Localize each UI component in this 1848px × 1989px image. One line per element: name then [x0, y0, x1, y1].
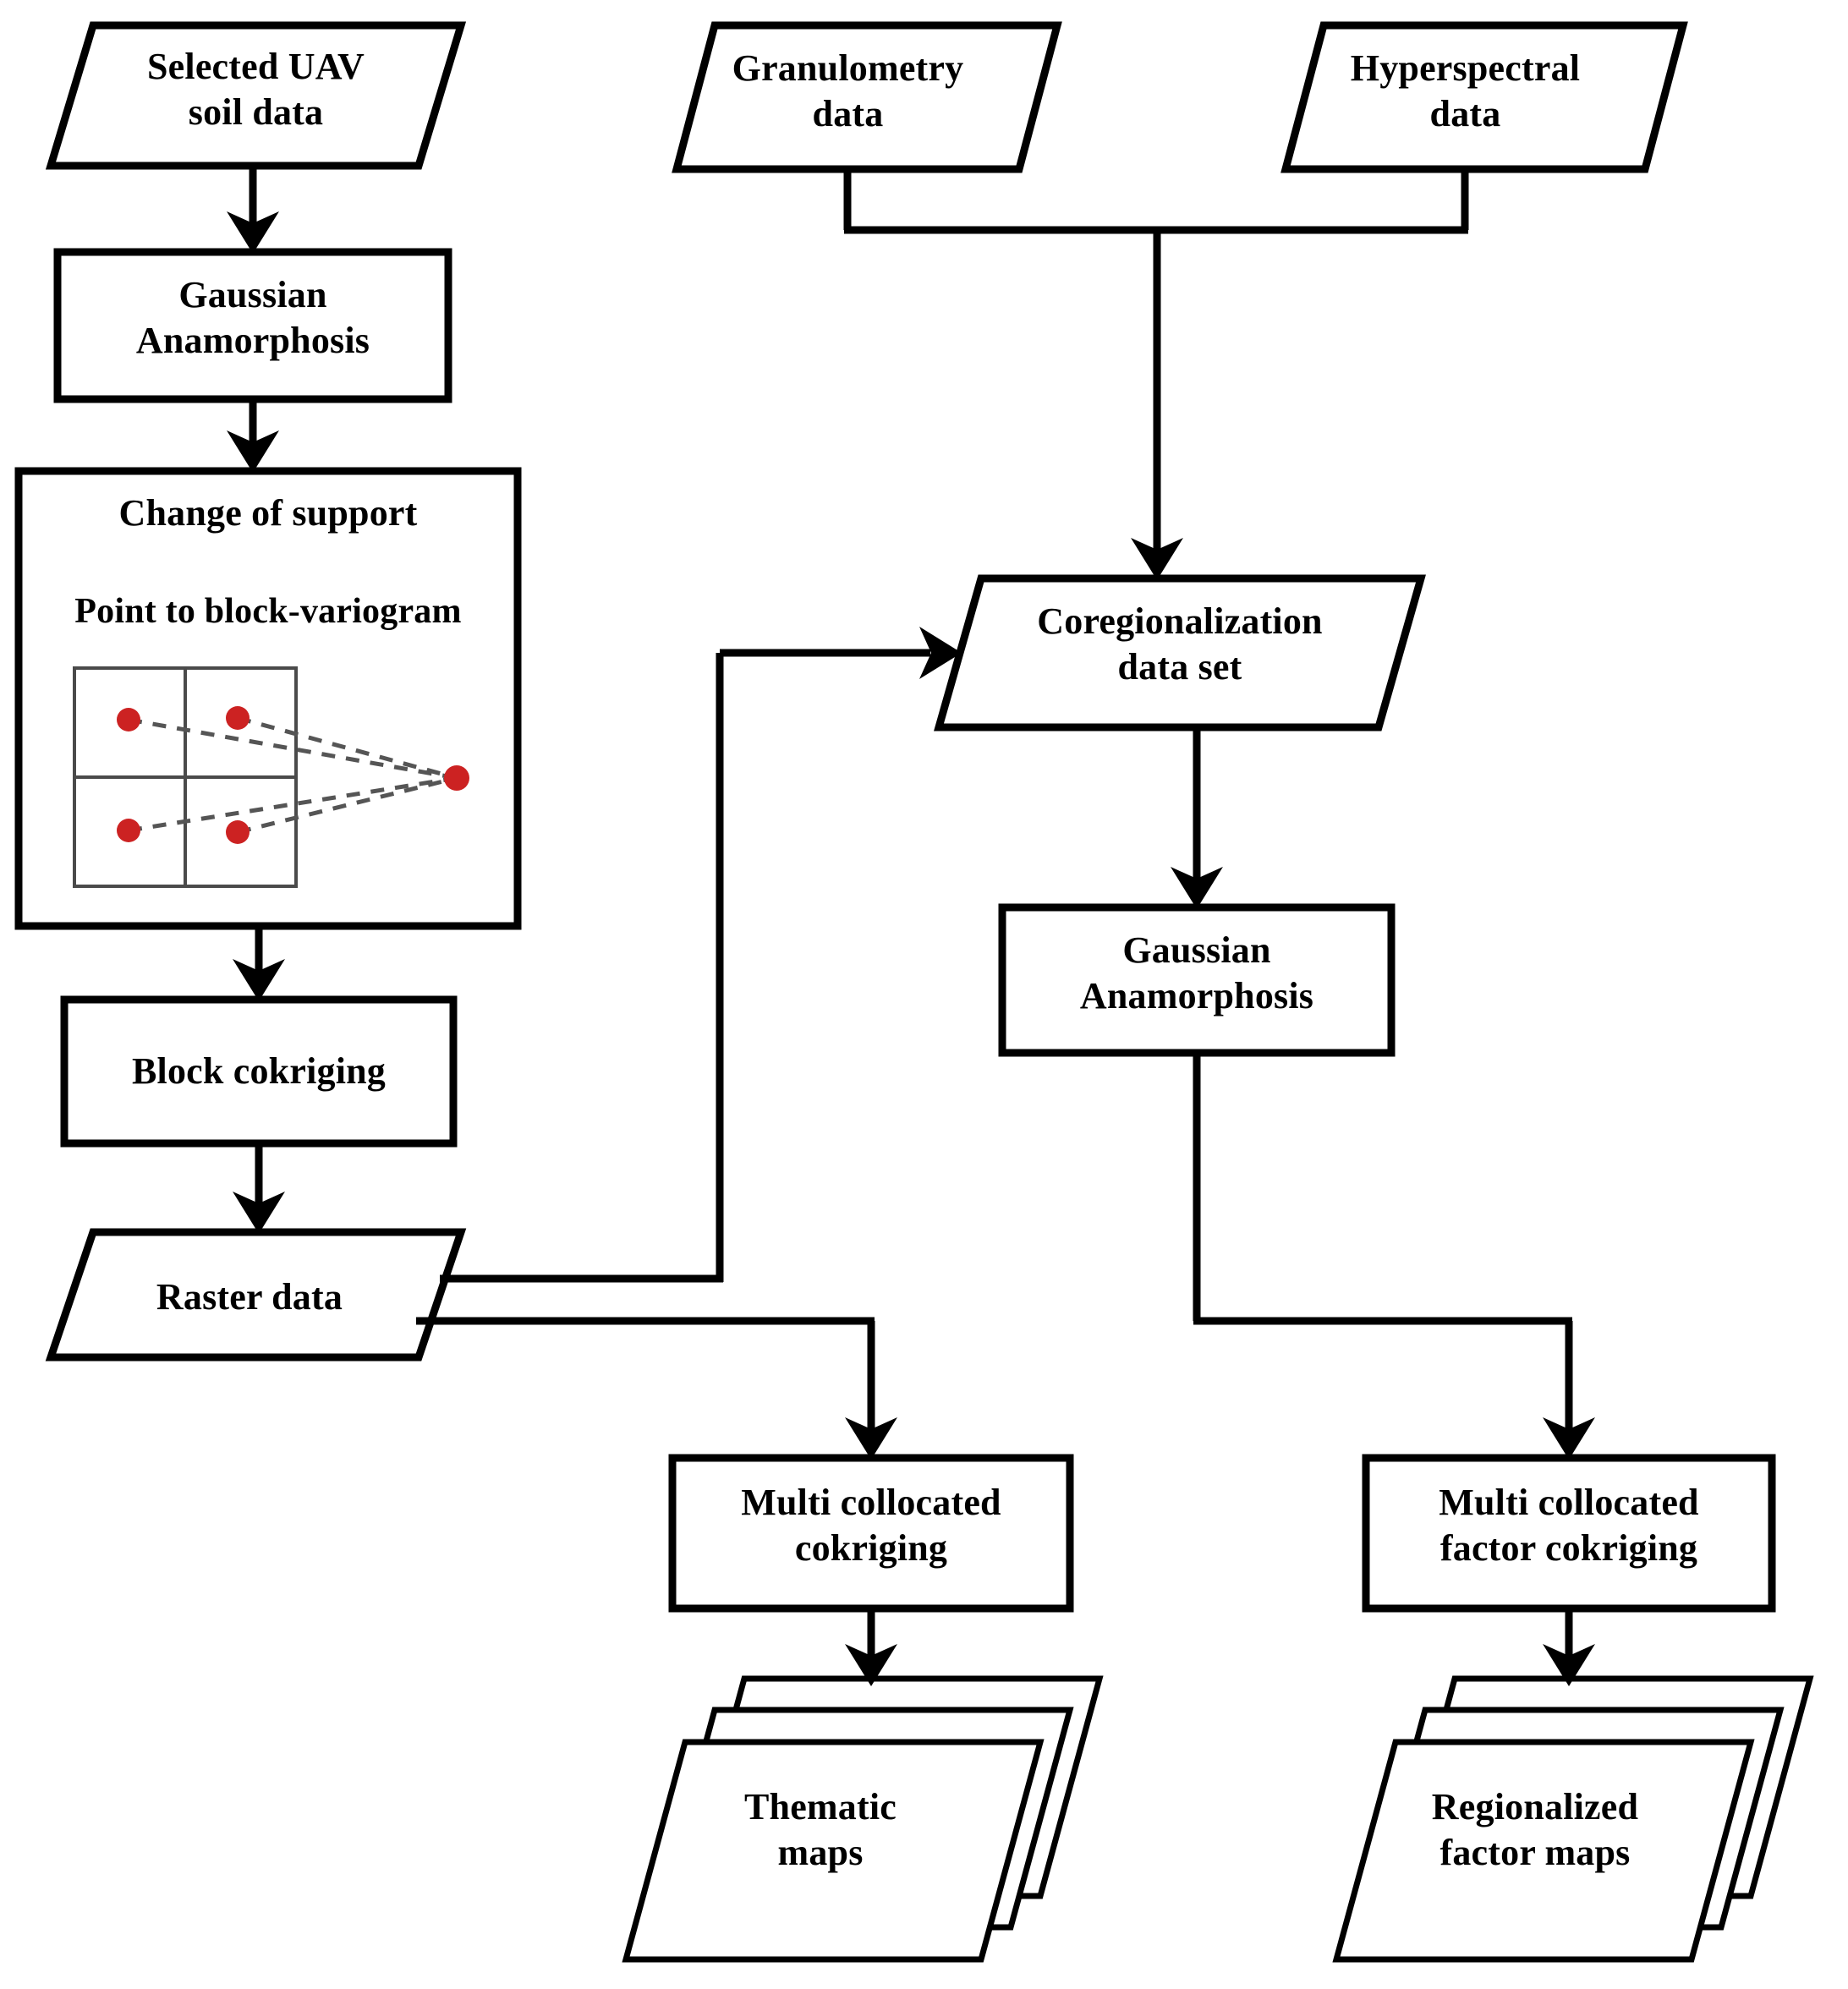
variogram-dash-4 [237, 775, 458, 835]
edge-gaussian-right-to-multi-collocated-factor-cokriging [1193, 1053, 1595, 1460]
shape-granulometry-data [672, 21, 1062, 173]
shape-multi-collocated-cokriging [668, 1454, 1074, 1613]
variogram-point-bottom-right [226, 820, 250, 844]
variogram-dash-1 [128, 717, 458, 781]
shape-multi-collocated-factor-cokriging [1362, 1454, 1776, 1613]
shape-gaussian-anamorphosis-left [53, 248, 452, 403]
edge-raster-data-to-multi-collocated-cokriging [416, 1317, 897, 1460]
edge-granulometry-hyperspectral-to-coregionalization [843, 169, 1469, 580]
shape-hyperspectral-data [1280, 21, 1688, 173]
variogram-point-bottom-left [117, 819, 140, 842]
edge-block-cokriging-to-raster-data [233, 1143, 285, 1234]
edge-multi-collocated-cokriging-to-thematic-maps [845, 1608, 897, 1686]
edge-coregionalization-to-gaussian-right [1171, 727, 1223, 909]
shape-regionalized-factor-maps [1332, 1675, 1814, 1963]
edge-raster-data-to-coregionalization [440, 627, 962, 1283]
thematic-maps-layer-1 [622, 1739, 1045, 1963]
variogram-point-external [444, 765, 469, 791]
regionalized-factor-maps-layer-1 [1332, 1739, 1755, 1963]
shape-thematic-maps [622, 1675, 1104, 1963]
variogram-point-top-left [117, 708, 140, 731]
shape-gaussian-anamorphosis-right [998, 903, 1396, 1057]
shape-change-of-support [14, 467, 522, 930]
variogram-dash-3 [128, 775, 458, 833]
variogram-point-top-right [226, 706, 250, 730]
shape-raster-data [45, 1228, 467, 1362]
edge-gaussian-left-to-change-of-support [227, 399, 279, 473]
edge-multi-collocated-factor-cokriging-to-regionalized-factor-maps [1543, 1608, 1595, 1686]
variogram-dash-2 [237, 715, 458, 781]
edge-change-of-support-to-block-cokriging [233, 926, 285, 1001]
edge-uav-to-gaussian-left [227, 166, 279, 254]
shape-selected-uav-soil-data [45, 21, 467, 170]
variogram-inset [73, 666, 469, 888]
shape-block-cokriging [60, 995, 458, 1148]
shape-coregionalization-data-set [934, 574, 1426, 731]
